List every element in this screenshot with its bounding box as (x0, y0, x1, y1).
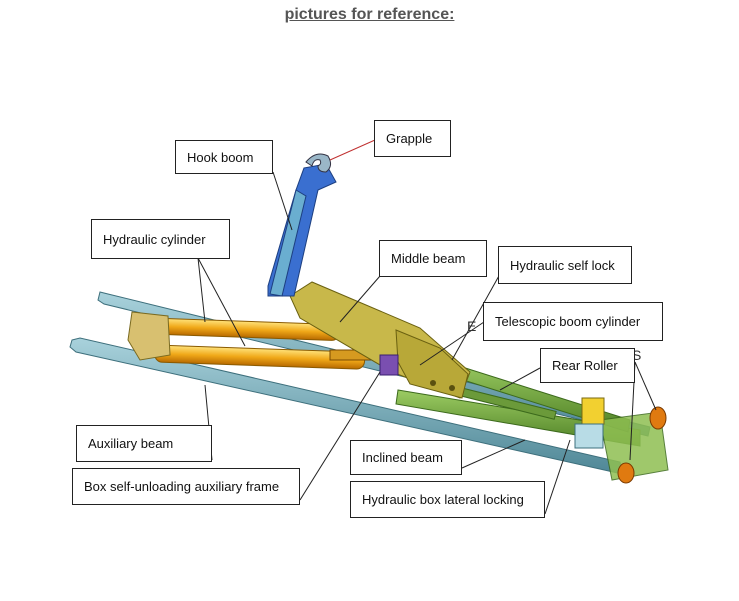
label-hydraulic-self-lock: Hydraulic self lock (498, 246, 632, 284)
label-box-self-unloading-frame: Box self-unloading auxiliary frame (72, 468, 300, 505)
label-auxiliary-beam: Auxiliary beam (76, 425, 212, 462)
grapple-hook (305, 153, 332, 173)
hydraulic-cylinders (149, 317, 381, 370)
hook-boom-side (269, 189, 307, 297)
label-middle-beam: Middle beam (379, 240, 487, 277)
label-telescopic-boom-cylinder: Telescopic boom cylinder (483, 302, 663, 341)
label-hydraulic-box-lateral-locking: Hydraulic box lateral locking (350, 481, 545, 518)
page-title: pictures for reference: (284, 6, 455, 23)
rear-frame (599, 411, 669, 481)
label-hook-boom: Hook boom (175, 140, 273, 174)
cylinder-mount (127, 311, 171, 361)
self-lock-block (379, 354, 399, 376)
stray-e-mark: E (467, 318, 477, 334)
rear-roller (617, 406, 667, 484)
label-hydraulic-cylinder: Hydraulic cylinder (91, 219, 230, 259)
label-grapple: Grapple (374, 120, 451, 157)
stray-s-mark: S (632, 347, 642, 363)
lateral-lock (581, 397, 605, 425)
label-inclined-beam: Inclined beam (350, 440, 462, 475)
label-rear-roller: Rear Roller (540, 348, 635, 383)
